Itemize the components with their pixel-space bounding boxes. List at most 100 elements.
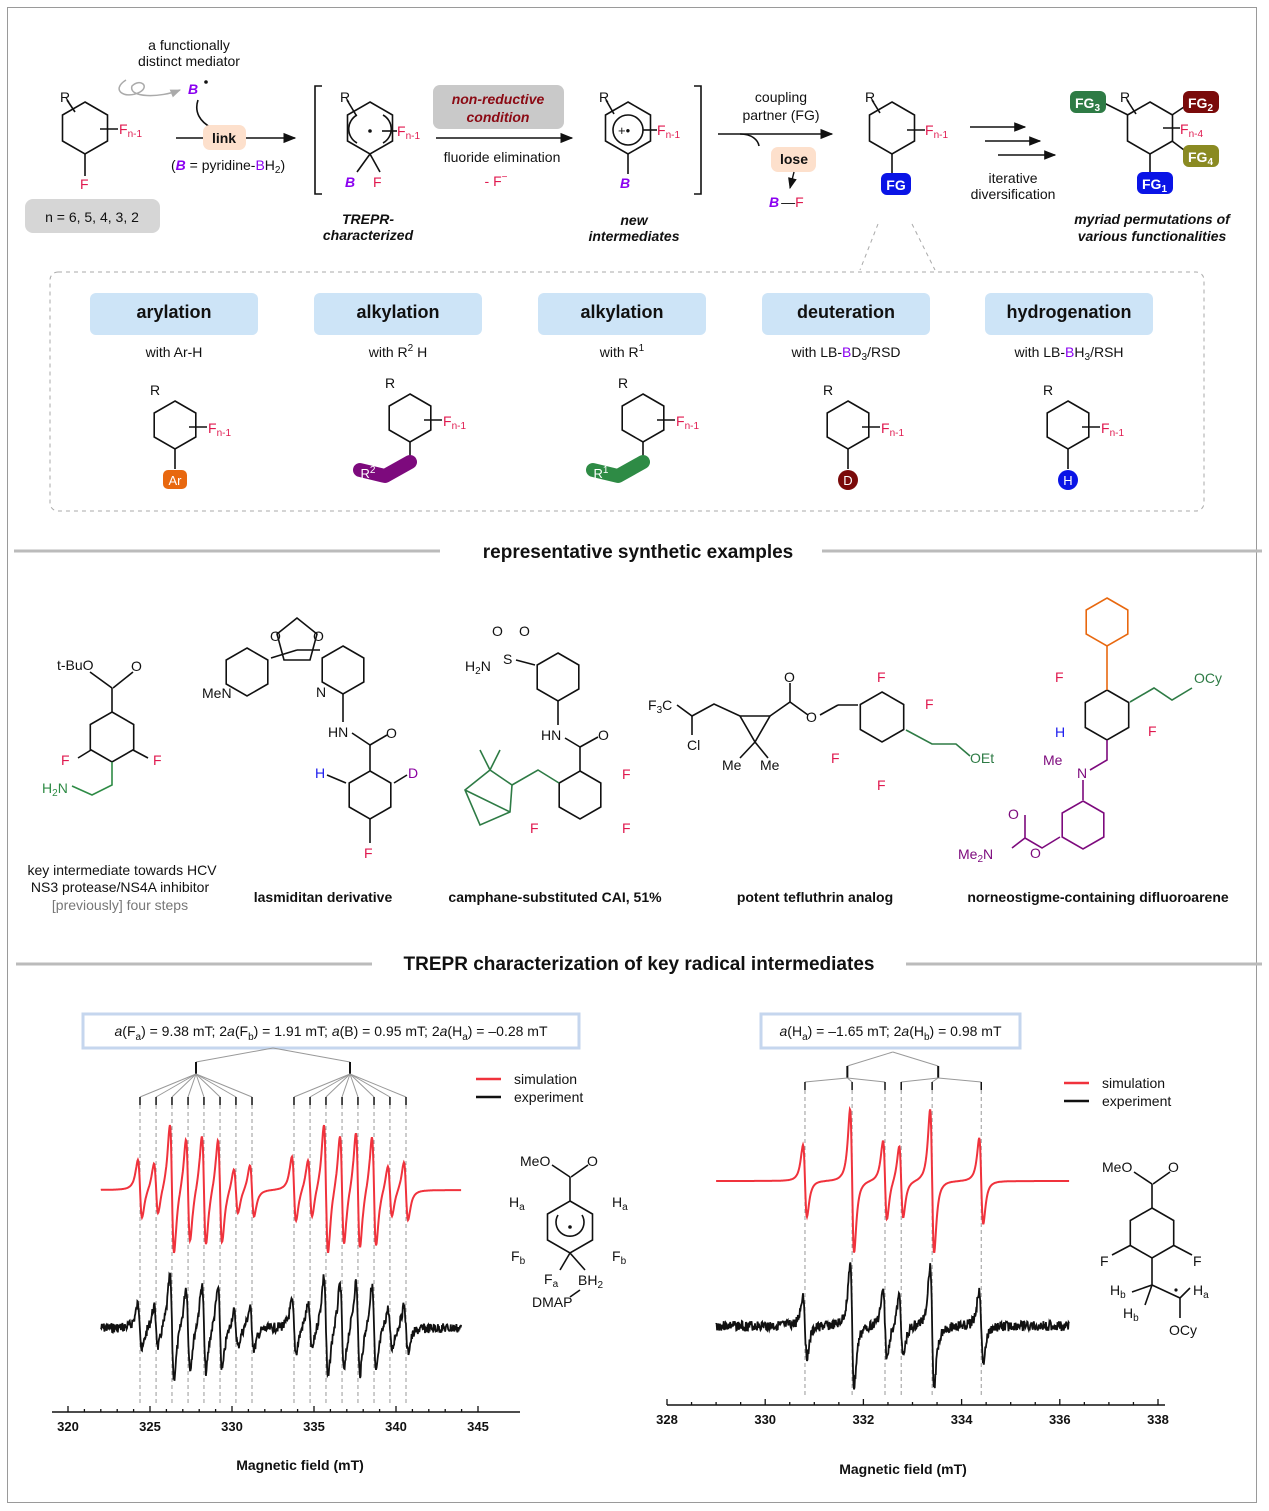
svg-text:F: F xyxy=(1100,1253,1109,1269)
reaction-condition: with LB-BH3/RSH xyxy=(1013,344,1123,363)
svg-text:R: R xyxy=(865,89,875,105)
svg-text:OCy: OCy xyxy=(1194,670,1222,686)
x-tick-label: 335 xyxy=(303,1419,325,1434)
splitting-tree-branch xyxy=(195,1047,274,1063)
splitting-tree-branch xyxy=(349,1073,391,1098)
splitting-tree-branch xyxy=(847,1051,893,1067)
svg-text:F: F xyxy=(373,174,382,190)
svg-text:Me: Me xyxy=(760,757,780,773)
svg-text:F: F xyxy=(61,752,70,768)
splitting-tree-branch xyxy=(325,1073,351,1098)
svg-text:O: O xyxy=(519,623,530,639)
fn1-label: Fn-1 xyxy=(676,413,699,432)
svg-text:MeO: MeO xyxy=(1102,1159,1132,1175)
splitting-tree-branch xyxy=(847,1077,886,1083)
fg-badge-label: FG2 xyxy=(1188,95,1213,114)
condition-label: non-reductive xyxy=(452,91,545,107)
svg-text:N: N xyxy=(316,684,326,700)
splitting-tree-branch xyxy=(171,1073,197,1098)
fg-badge-label: FG4 xyxy=(1188,149,1213,168)
fn1-label: Fn-1 xyxy=(208,420,231,439)
boron-fluoride: B—F xyxy=(769,194,804,210)
example-norneostigmine-difluoroarene: FF H OCy N Me OO Me2N xyxy=(958,646,1222,865)
svg-text:N: N xyxy=(1077,765,1087,781)
experiment-curve xyxy=(100,1271,462,1381)
radical-dot-icon xyxy=(204,80,208,84)
badge-label: H xyxy=(1063,473,1072,488)
link-connector xyxy=(196,99,213,129)
reaction-title: alkylation xyxy=(356,302,439,322)
svg-text:Fb: Fb xyxy=(511,1248,526,1267)
spectrum-left: a(Fa) = 9.38 mT; 2a(Fb) = 1.91 mT; a(B) … xyxy=(52,1012,583,1473)
legend-label: experiment xyxy=(514,1089,583,1105)
reaction-card-header xyxy=(762,293,930,335)
curly-arrow-icon xyxy=(118,79,181,98)
r-label: R xyxy=(618,375,628,391)
splitting-tree-branch xyxy=(931,1077,939,1083)
benzene-ring xyxy=(1046,400,1090,450)
reaction-card-header xyxy=(90,293,258,335)
benzene-ring xyxy=(621,393,665,443)
hyperfine-box xyxy=(759,1012,1022,1050)
fg-badge-3 xyxy=(1070,91,1106,113)
splitting-tree-branch xyxy=(847,1077,853,1083)
reaction-condition: with R1 xyxy=(599,343,645,360)
svg-text:O: O xyxy=(1168,1159,1179,1175)
reaction-condition: with LB-BD3/RSD xyxy=(790,344,900,363)
svg-text:Fa: Fa xyxy=(544,1271,559,1290)
svg-text:Ha: Ha xyxy=(1193,1282,1209,1301)
alkyl-badge xyxy=(353,455,417,483)
svg-text:F: F xyxy=(1148,723,1157,739)
svg-text:MeN: MeN xyxy=(202,685,232,701)
myriad-label: myriad permutations of xyxy=(1074,211,1231,227)
r-label: R xyxy=(385,375,395,391)
svg-text:O: O xyxy=(386,725,397,741)
svg-text:Me: Me xyxy=(722,757,742,773)
fn1-label: Fn-1 xyxy=(1101,420,1124,439)
x-tick-label: 330 xyxy=(754,1412,776,1427)
atom-badge xyxy=(838,470,858,490)
legend-label: simulation xyxy=(1102,1075,1165,1091)
svg-text:O: O xyxy=(587,1153,598,1169)
bracket-left xyxy=(314,85,322,195)
badge-label: R1 xyxy=(594,465,609,481)
figure-frame xyxy=(7,7,1257,1503)
svg-text:F: F xyxy=(1193,1253,1202,1269)
svg-text:F: F xyxy=(622,766,631,782)
x-tick-label: 338 xyxy=(1147,1412,1169,1427)
fn1-label: Fn-1 xyxy=(443,413,466,432)
x-axis-label: Magnetic field (mT) xyxy=(236,1457,364,1473)
fn1-label: Fn-1 xyxy=(119,121,142,140)
mediator-note: a functionally xyxy=(148,37,230,53)
splitting-tree-branch xyxy=(349,1073,375,1098)
benzene-ring xyxy=(558,770,602,820)
trepr-heading: TREPR characterization of key radical in… xyxy=(404,954,875,975)
x-tick-label: 328 xyxy=(656,1412,678,1427)
splitting-tree-branch xyxy=(195,1073,221,1098)
legend-label: simulation xyxy=(514,1071,577,1087)
svg-text:Fb: Fb xyxy=(612,1248,627,1267)
benzene-ring xyxy=(536,652,580,702)
alkyl-badge xyxy=(586,455,650,483)
svg-text:O: O xyxy=(1030,845,1041,861)
svg-text:BH2: BH2 xyxy=(578,1272,603,1291)
atom-badge xyxy=(1058,470,1078,490)
svg-text:O: O xyxy=(598,727,609,743)
simulation-curve xyxy=(716,1105,1070,1254)
example-caption: potent tefluthrin analog xyxy=(737,889,893,905)
bracket-right xyxy=(694,85,702,195)
experiment-curve xyxy=(715,1262,1070,1390)
iterative-label: iterative xyxy=(988,170,1037,186)
splitting-tree-branch xyxy=(938,1077,982,1083)
x-tick-label: 345 xyxy=(467,1419,489,1434)
svg-text:F: F xyxy=(877,669,886,685)
functionalized-arene: R Fn-1 xyxy=(865,89,948,173)
svg-text:O: O xyxy=(806,709,817,725)
svg-text:Fn-1: Fn-1 xyxy=(657,122,680,141)
x-tick-label: 340 xyxy=(385,1419,407,1434)
